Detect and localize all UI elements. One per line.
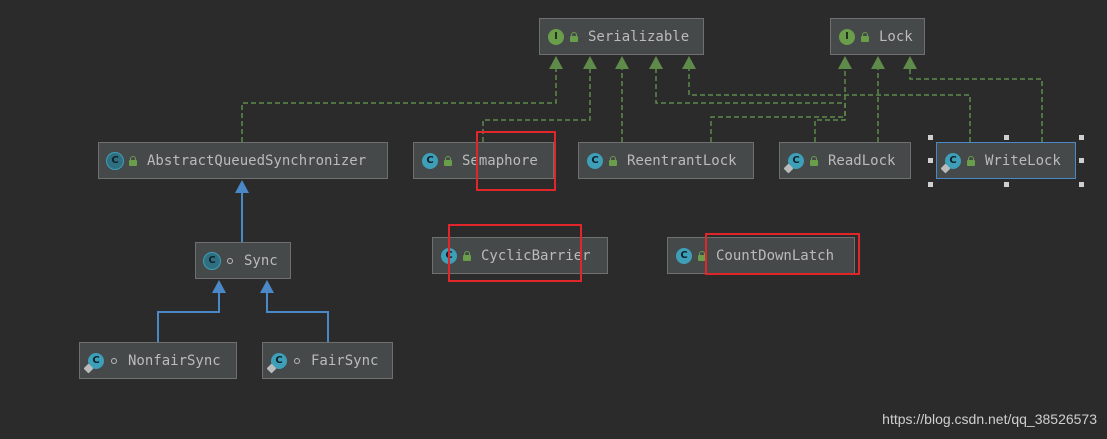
nested-class-icon: C <box>783 152 804 173</box>
node-label: Semaphore <box>462 152 538 169</box>
node-reentrant-lock[interactable]: C ReentrantLock <box>578 142 754 179</box>
node-label: FairSync <box>311 352 379 369</box>
public-lock-icon <box>443 155 453 166</box>
node-label: AbstractQueuedSynchronizer <box>147 152 367 169</box>
node-label: Lock <box>879 28 913 45</box>
package-private-icon <box>294 357 300 364</box>
edge-nonfairsync-sync <box>157 280 226 342</box>
arrowhead <box>871 56 885 69</box>
edge-readlock-lock <box>871 56 885 142</box>
node-write-lock[interactable]: C WriteLock <box>936 142 1076 179</box>
arrowhead <box>649 56 663 69</box>
selection-handle[interactable] <box>1079 135 1084 140</box>
public-lock-icon <box>697 250 707 261</box>
package-private-icon <box>111 357 117 364</box>
arrowhead <box>615 56 629 69</box>
edge-reentrantlock-lock <box>710 56 852 142</box>
nested-class-icon: C <box>940 152 961 173</box>
public-lock-icon <box>608 155 618 166</box>
abstract-class-icon: C <box>204 252 220 269</box>
selection-handle[interactable] <box>928 158 933 163</box>
selection-handle[interactable] <box>1004 135 1009 140</box>
node-label: Sync <box>244 252 278 269</box>
nested-class-icon: C <box>266 352 287 373</box>
public-lock-icon <box>128 155 138 166</box>
edge-semaphore-serializable <box>482 56 597 142</box>
node-label: CountDownLatch <box>716 247 835 264</box>
arrowhead <box>260 280 274 293</box>
node-abstract-queued-synchronizer[interactable]: C AbstractQueuedSynchronizer <box>98 142 388 179</box>
node-nonfair-sync[interactable]: C NonfairSync <box>79 342 237 379</box>
arrowhead <box>549 56 563 69</box>
selection-handle[interactable] <box>928 182 933 187</box>
node-label: CyclicBarrier <box>481 247 591 264</box>
node-label: WriteLock <box>985 152 1061 169</box>
node-read-lock[interactable]: C ReadLock <box>779 142 911 179</box>
class-icon: C <box>587 152 603 169</box>
public-lock-icon <box>966 155 976 166</box>
interface-icon: I <box>548 28 564 45</box>
node-serializable[interactable]: I Serializable <box>539 18 704 55</box>
node-label: Serializable <box>588 28 690 45</box>
public-lock-icon <box>569 31 579 42</box>
edge-reentrantlock-serializable <box>615 56 629 142</box>
watermark-url: https://blog.csdn.net/qq_38526573 <box>882 411 1097 427</box>
node-label: ReadLock <box>828 152 896 169</box>
selection-handle[interactable] <box>1079 158 1084 163</box>
public-lock-icon <box>860 31 870 42</box>
abstract-class-icon: C <box>107 152 123 169</box>
node-sync[interactable]: C Sync <box>195 242 291 279</box>
arrowhead <box>583 56 597 69</box>
node-count-down-latch[interactable]: C CountDownLatch <box>667 237 855 274</box>
edge-sync-aqs <box>235 180 249 242</box>
selection-handle[interactable] <box>928 135 933 140</box>
arrowhead <box>212 280 226 293</box>
node-fair-sync[interactable]: C FairSync <box>262 342 393 379</box>
edge-writelock-serializable <box>682 56 971 142</box>
node-label: NonfairSync <box>128 352 221 369</box>
arrowhead <box>682 56 696 69</box>
public-lock-icon <box>809 155 819 166</box>
node-lock[interactable]: I Lock <box>830 18 925 55</box>
arrowhead <box>838 56 852 69</box>
edge-fairsync-sync <box>260 280 329 342</box>
arrowhead <box>903 56 917 69</box>
selection-handle[interactable] <box>1079 182 1084 187</box>
public-lock-icon <box>462 250 472 261</box>
class-icon: C <box>676 247 692 264</box>
nested-class-icon: C <box>83 352 104 373</box>
class-icon: C <box>441 247 457 264</box>
edge-aqs-serializable <box>241 56 563 142</box>
selection-handle[interactable] <box>1004 182 1009 187</box>
node-label: ReentrantLock <box>627 152 737 169</box>
class-icon: C <box>422 152 438 169</box>
edge-writelock-lock <box>903 56 1043 142</box>
node-semaphore[interactable]: C Semaphore <box>413 142 554 179</box>
node-cyclic-barrier[interactable]: C CyclicBarrier <box>432 237 608 274</box>
arrowhead <box>235 180 249 193</box>
interface-icon: I <box>839 28 855 45</box>
package-private-icon <box>227 257 233 264</box>
edge-readlock-serializable <box>649 56 846 142</box>
